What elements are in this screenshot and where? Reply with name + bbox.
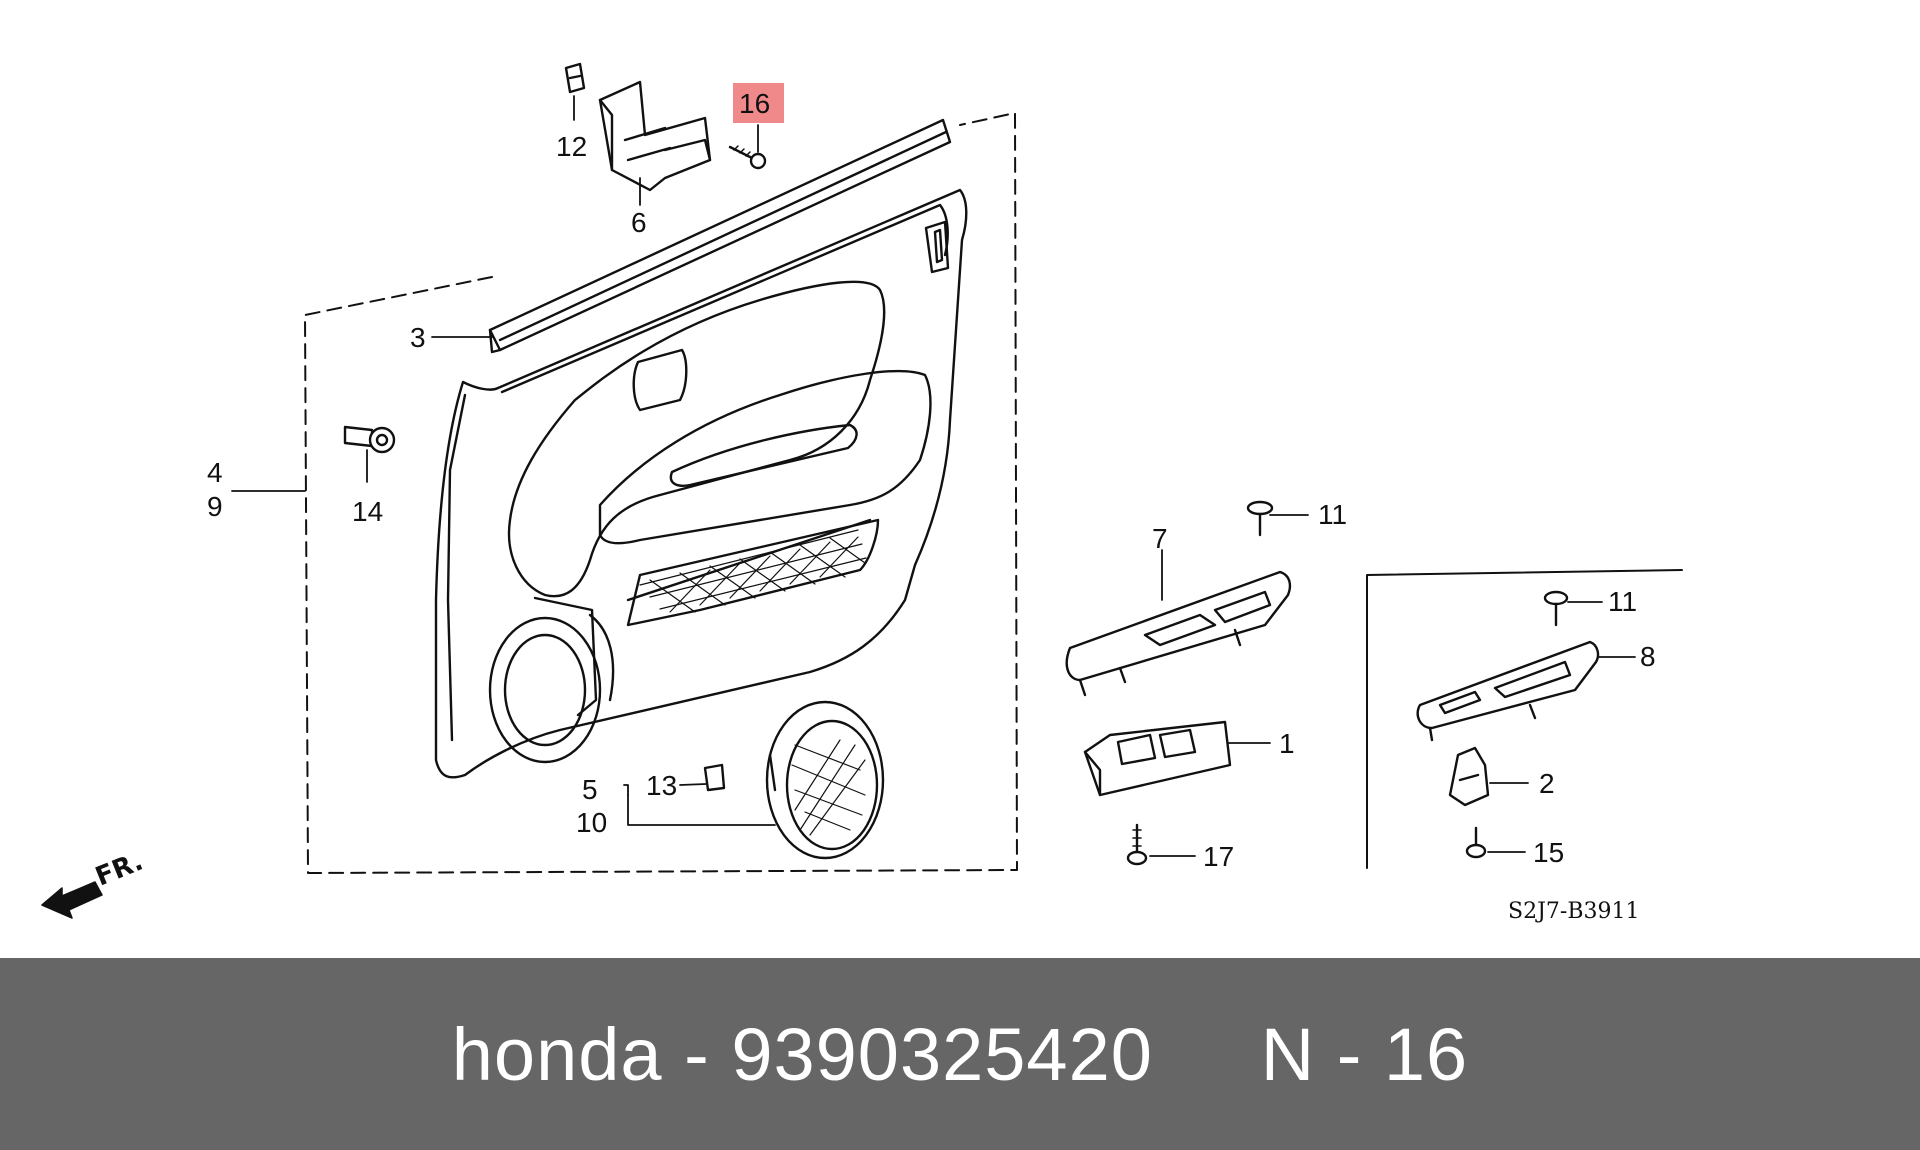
callout-8: 8: [1640, 641, 1656, 672]
caption-bar: honda - 9390325420 N - 16: [0, 958, 1920, 1150]
screw-15: [1465, 826, 1487, 859]
callout-12: 12: [556, 131, 587, 162]
callout-5: 5: [582, 774, 598, 805]
highlight-box: [733, 83, 784, 123]
parts-diagram: 16 12 6 3 4 9 14 5 10 13 7 11 1 17 11 8 …: [41, 62, 1683, 924]
caption-spacer: [1153, 1013, 1261, 1096]
front-label: FR.: [91, 847, 147, 893]
clip-13: [703, 763, 726, 792]
callout-16: 16: [739, 88, 770, 119]
callout-3: 3: [410, 322, 426, 353]
screw-11-driver: [1246, 500, 1274, 537]
brand-name: honda: [451, 1012, 663, 1096]
clip-12: [564, 62, 586, 94]
passenger-switch: [1448, 746, 1490, 807]
speaker-grille: [765, 700, 885, 860]
callout-17: 17: [1203, 841, 1234, 872]
callout-9: 9: [207, 491, 223, 522]
caption-separator: -: [662, 1012, 732, 1096]
callout-6: 6: [631, 207, 647, 238]
caption-text: honda - 9390325420 N - 16: [452, 1012, 1468, 1097]
passenger-switch-frame: [1366, 569, 1683, 869]
callout-11-driver: 11: [1318, 499, 1347, 530]
trim-clip-14: [343, 425, 396, 454]
front-arrow: FR.: [41, 847, 147, 919]
door-panel-frame: [304, 112, 1018, 874]
screw-11-passenger: [1543, 590, 1569, 627]
callouts: 16 12 6 3 4 9 14 5 10 13 7 11 1 17 11 8 …: [207, 88, 1656, 872]
leader-lines: [231, 95, 1636, 857]
door-trim-panel: [434, 188, 968, 779]
callout-7: 7: [1152, 523, 1168, 554]
figure-code: S2J7-B3911: [1508, 899, 1639, 924]
driver-switch-panel: [1065, 570, 1292, 697]
bracket: [598, 80, 712, 192]
callout-4: 4: [207, 457, 223, 488]
callout-11-passenger: 11: [1608, 586, 1637, 617]
callout-2: 2: [1539, 768, 1555, 799]
callout-13: 13: [646, 770, 677, 801]
screw-16: [728, 145, 767, 170]
screw-17: [1126, 823, 1148, 866]
part-number: 9390325420: [731, 1012, 1153, 1096]
callout-15: 15: [1533, 837, 1564, 868]
master-switch: [1083, 720, 1232, 797]
callout-10: 10: [576, 807, 607, 838]
callout-14: 14: [352, 496, 383, 527]
callout-1: 1: [1279, 728, 1295, 759]
reference-label: N - 16: [1260, 1012, 1469, 1096]
passenger-switch-panel: [1416, 640, 1600, 742]
